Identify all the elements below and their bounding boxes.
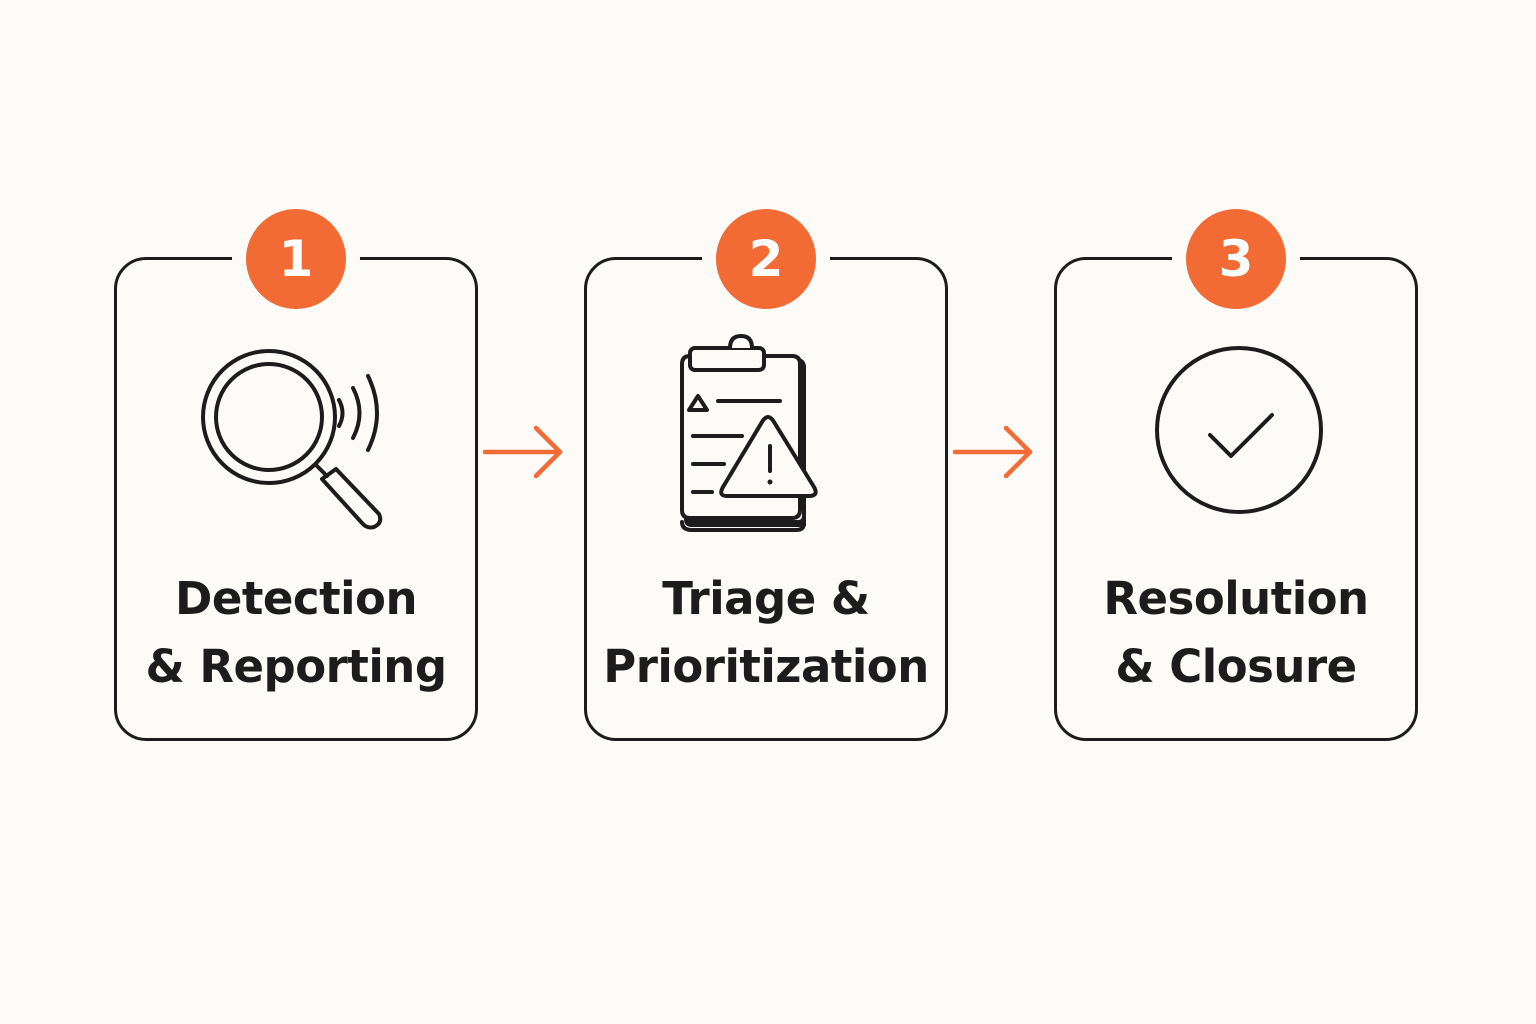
- step-label-line: Resolution: [1103, 572, 1369, 625]
- step-label: Detection & Reporting: [117, 565, 475, 701]
- step-label: Triage & Prioritization: [587, 565, 945, 701]
- step-card-resolution: 3 Resolution & Closure: [1054, 209, 1418, 741]
- step-card-detection: 1 Detection & Reporting: [114, 209, 478, 741]
- magnifier-signal-icon: [186, 330, 406, 550]
- clipboard-warning-icon: [656, 330, 876, 550]
- step-number-badge: 1: [246, 209, 346, 309]
- step-card-triage: 2 Triage & Prioritization: [584, 209, 948, 741]
- step-label-line: Prioritization: [603, 640, 929, 693]
- check-circle-icon: [1126, 330, 1346, 550]
- step-number-badge: 3: [1186, 209, 1286, 309]
- step-number-badge: 2: [716, 209, 816, 309]
- arrow-right-icon: [482, 425, 566, 479]
- step-label-line: Triage &: [662, 572, 870, 625]
- arrow-right-icon: [952, 425, 1036, 479]
- step-label: Resolution & Closure: [1057, 565, 1415, 701]
- step-label-line: & Reporting: [145, 640, 447, 693]
- step-label-line: & Closure: [1115, 640, 1357, 693]
- step-label-line: Detection: [175, 572, 417, 625]
